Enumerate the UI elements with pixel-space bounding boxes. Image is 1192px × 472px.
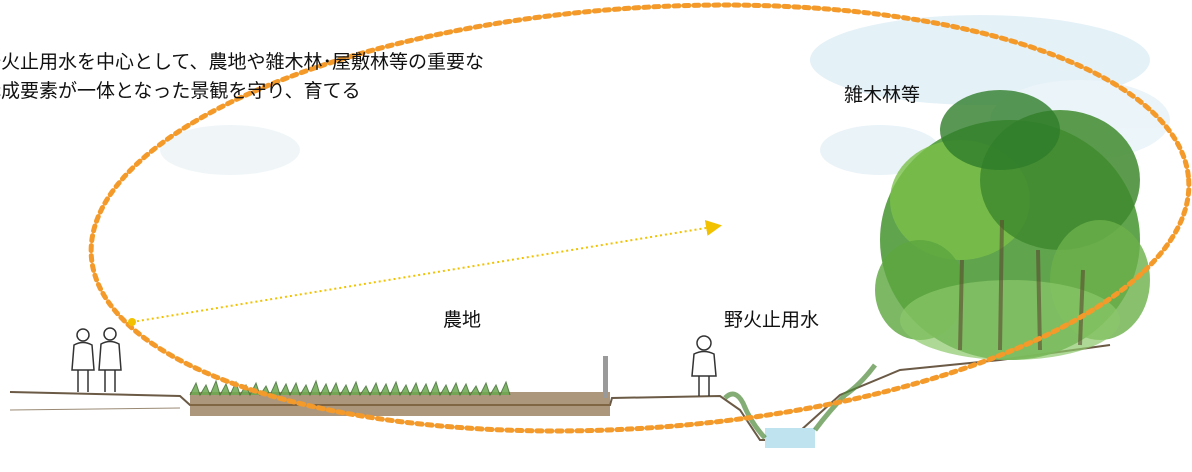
- caption-text: 野火止用水を中心として、農地や雑木林･屋敷林等の重要な 構成要素が一体となった景…: [0, 48, 484, 106]
- ground: [9, 344, 1111, 448]
- post: [603, 356, 608, 398]
- forest-trees: [875, 90, 1150, 360]
- landscape-boundary-ellipse: [88, 2, 1192, 434]
- farmland-label: 農地: [443, 309, 482, 331]
- canal-water: [765, 428, 815, 448]
- person-figures: [71, 327, 717, 396]
- caption-line-2: 構成要素が一体となった景観を守り、育てる: [0, 80, 361, 102]
- canal-label: 野火止用水: [724, 309, 820, 331]
- view-arrow: [131, 220, 722, 323]
- person-left-2: [98, 327, 122, 392]
- canal-bank-vegetation: [723, 363, 877, 440]
- person-canal: [691, 335, 717, 396]
- farmland-soil: [190, 392, 610, 416]
- caption-line-1: 野火止用水を中心として、農地や雑木林･屋敷林等の重要な: [0, 51, 484, 73]
- person-left-1: [71, 328, 95, 392]
- forest-label: 雑木林等: [844, 84, 921, 106]
